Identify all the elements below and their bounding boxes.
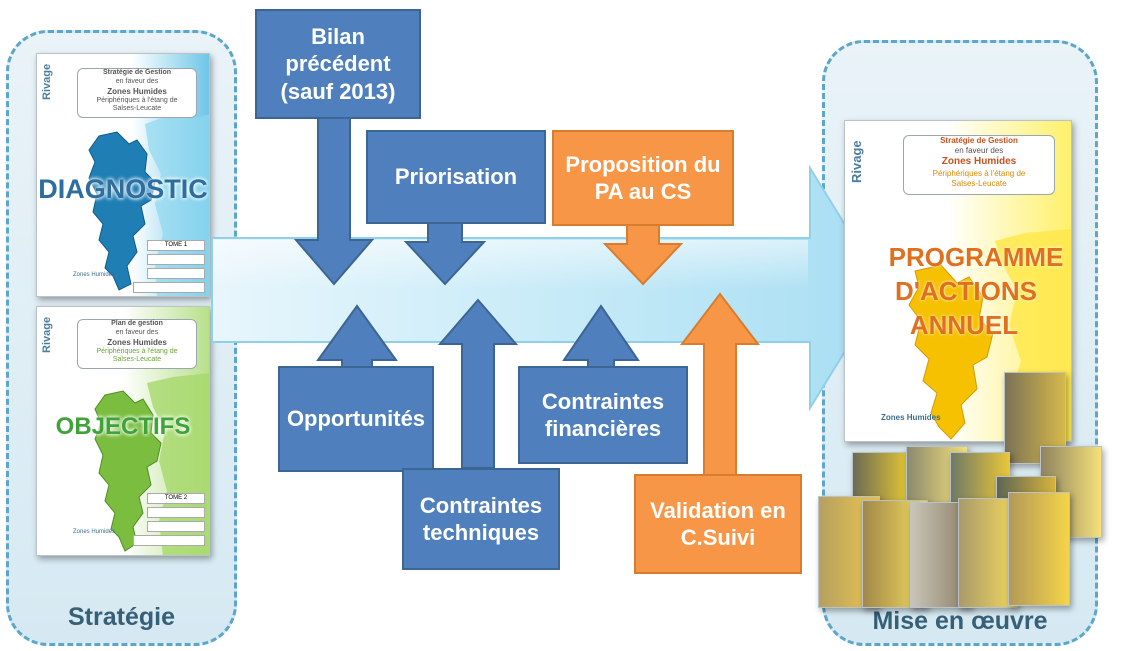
contraintes-techniques-box: Contraintes techniques — [402, 468, 560, 570]
programme-footer-logo: Zones Humides — [881, 413, 941, 422]
programme-big-label: PROGRAMME D'ACTIONS ANNUEL — [845, 241, 1071, 342]
diagnostic-field-3 — [133, 282, 205, 293]
diagnostic-footer-logo: Zones Humides — [73, 272, 116, 278]
objectifs-title-5: Salses-Leucate — [112, 356, 162, 364]
diagnostic-field-1 — [147, 254, 205, 265]
mise-en-oeuvre-label: Mise en œuvre — [872, 607, 1048, 635]
validation-up-arrow — [679, 292, 761, 479]
programme-big-label-2: D'ACTIONS — [895, 275, 1037, 306]
proposition-down-arrow — [602, 223, 684, 286]
objectifs-big-label: OBJECTIFS — [55, 413, 191, 440]
proposition-box: Proposition du PA au CS — [552, 130, 734, 226]
programme-brand: Rivage — [849, 140, 864, 183]
objectifs-tome-box: TOME 2 — [147, 493, 205, 504]
diagnostic-tome-box: TOME 1 — [147, 240, 205, 251]
objectifs-title-3: Zones Humides — [107, 337, 167, 347]
contraintes-financieres-box: Contraintes financières — [518, 366, 688, 464]
opportunites-box: Opportunités — [278, 366, 434, 472]
diagnostic-title-4: Périphériques à l'étang de — [96, 96, 178, 104]
diagnostic-title-box: Stratégie de Gestion en faveur des Zones… — [77, 68, 197, 118]
diagnostic-title-3: Zones Humides — [107, 86, 167, 96]
diagnostic-title-2: en faveur des — [115, 77, 159, 85]
programme-title-3: Zones Humides — [941, 156, 1017, 167]
objectifs-title-1: Plan de gestion — [111, 320, 163, 327]
objectifs-field-1 — [147, 507, 205, 518]
priorisation-box: Priorisation — [366, 130, 546, 224]
techniques-up-arrow — [437, 298, 519, 469]
strategie-label: Stratégie — [68, 603, 175, 631]
bilan-precedent-box: Bilan précédent (sauf 2013) — [255, 9, 421, 119]
priorisation-down-arrow — [403, 221, 487, 286]
validation-box: Validation en C.Suivi — [634, 474, 802, 574]
objectifs-title-2: en faveur des — [115, 328, 159, 336]
objectifs-title-box: Plan de gestion en faveur des Zones Humi… — [77, 319, 197, 369]
objectifs-footer-logo: Zones Humides — [73, 529, 116, 535]
programme-big-label-1: PROGRAMME — [888, 242, 1064, 272]
diagnostic-field-2 — [147, 268, 205, 279]
objectifs-field-2 — [147, 521, 205, 532]
diagnostic-title-1: Stratégie de Gestion — [102, 69, 172, 76]
programme-title-box: Stratégie de Gestion en faveur des Zones… — [903, 135, 1055, 195]
diagnostic-document: Rivage Stratégie de Gestion en faveur de… — [36, 53, 210, 297]
objectifs-document: Rivage Plan de gestion en faveur des Zon… — [36, 306, 210, 556]
diagnostic-title-5: Salses-Leucate — [112, 105, 162, 113]
programme-title-1: Stratégie de Gestion — [940, 136, 1018, 145]
programme-big-label-3: ANNUEL — [909, 309, 1019, 340]
bilan-down-arrow — [293, 115, 375, 286]
programme-title-4: Périphériques à l'étang de — [932, 168, 1026, 178]
programme-title-5: Salses-Leucate — [951, 178, 1007, 188]
diagnostic-big-label: DIAGNOSTIC — [38, 174, 208, 204]
programme-title-2: en faveur des — [954, 146, 1004, 155]
programme-thumbnail-11 — [1008, 492, 1070, 606]
objectifs-field-3 — [133, 535, 205, 546]
objectifs-title-4: Périphériques à l'étang de — [96, 347, 178, 355]
